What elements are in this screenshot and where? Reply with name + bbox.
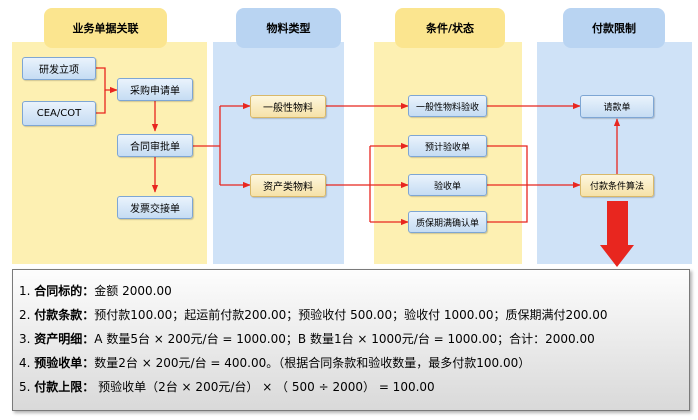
note-number: 5. xyxy=(19,380,31,394)
note-line: 5. 付款上限： 预验收单（2台 × 200元/台） × （ 500 ÷ 200… xyxy=(19,375,689,399)
column-business-docs-header: 业务单据关联 xyxy=(44,8,167,48)
node-general-acceptance: 一般性物料验收 xyxy=(408,95,487,117)
column-condition-status-header: 条件/状态 xyxy=(395,8,505,48)
note-text: 金额 2000.00 xyxy=(94,284,172,298)
node-purchase-request: 采购申请单 xyxy=(117,78,193,101)
note-number: 3. xyxy=(19,332,31,346)
node-payment-algorithm: 付款条件算法 xyxy=(580,174,654,197)
node-warranty-confirm: 质保期满确认单 xyxy=(408,211,487,233)
column-material-type-body xyxy=(213,42,344,264)
node-rd-project: 研发立项 xyxy=(22,57,96,80)
node-invoice-handover: 发票交接单 xyxy=(117,196,193,219)
note-label: 付款上限： xyxy=(34,380,95,394)
note-number: 2. xyxy=(19,308,31,322)
note-number: 1. xyxy=(19,284,31,298)
node-cea-cot: CEA/COT xyxy=(22,101,96,126)
note-text: 数量2台 × 200元/台 = 400.00。（根据合同条款和验收数量，最多付款… xyxy=(94,356,531,370)
node-acceptance: 验收单 xyxy=(408,174,487,196)
connector-rd-to-purchase xyxy=(96,67,118,94)
note-text: 预付款100.00；起运前付款200.00；预验收付 500.00；验收付 10… xyxy=(94,308,608,322)
note-line: 4. 预验收单：数量2台 × 200元/台 = 400.00。（根据合同条款和验… xyxy=(19,351,689,375)
note-text: 预验收单（2台 × 200元/台） × （ 500 ÷ 2000） = 100.… xyxy=(94,380,435,394)
connector-cea-to-purchase xyxy=(96,90,106,114)
notes-panel: 1. 合同标的：金额 2000.00 2. 付款条款：预付款100.00；起运前… xyxy=(12,269,690,411)
note-label: 合同标的： xyxy=(34,284,95,298)
note-label: 预验收单： xyxy=(34,356,95,370)
note-line: 3. 资产明细：A 数量5台 × 200元/台 = 1000.00；B 数量1台… xyxy=(19,327,689,351)
column-material-type-header: 物料类型 xyxy=(236,8,341,48)
note-line: 2. 付款条款：预付款100.00；起运前付款200.00；预验收付 500.0… xyxy=(19,303,689,327)
connector-expected-to-algorithm xyxy=(487,145,528,185)
connector-warranty-to-algorithm xyxy=(487,185,528,223)
note-number: 4. xyxy=(19,356,31,370)
node-payment-request: 请款单 xyxy=(580,95,654,118)
node-expected-acceptance: 预计验收单 xyxy=(408,135,487,157)
column-payment-limit-header: 付款限制 xyxy=(563,8,665,48)
node-general-material: 一般性物料 xyxy=(250,95,326,118)
down-arrow-icon xyxy=(600,201,634,267)
note-line: 1. 合同标的：金额 2000.00 xyxy=(19,279,689,303)
node-contract-approval: 合同审批单 xyxy=(117,134,193,157)
note-text: A 数量5台 × 200元/台 = 1000.00；B 数量1台 × 1000元… xyxy=(94,332,595,346)
note-label: 资产明细： xyxy=(34,332,95,346)
node-asset-material: 资产类物料 xyxy=(250,174,326,197)
note-label: 付款条款： xyxy=(34,308,95,322)
